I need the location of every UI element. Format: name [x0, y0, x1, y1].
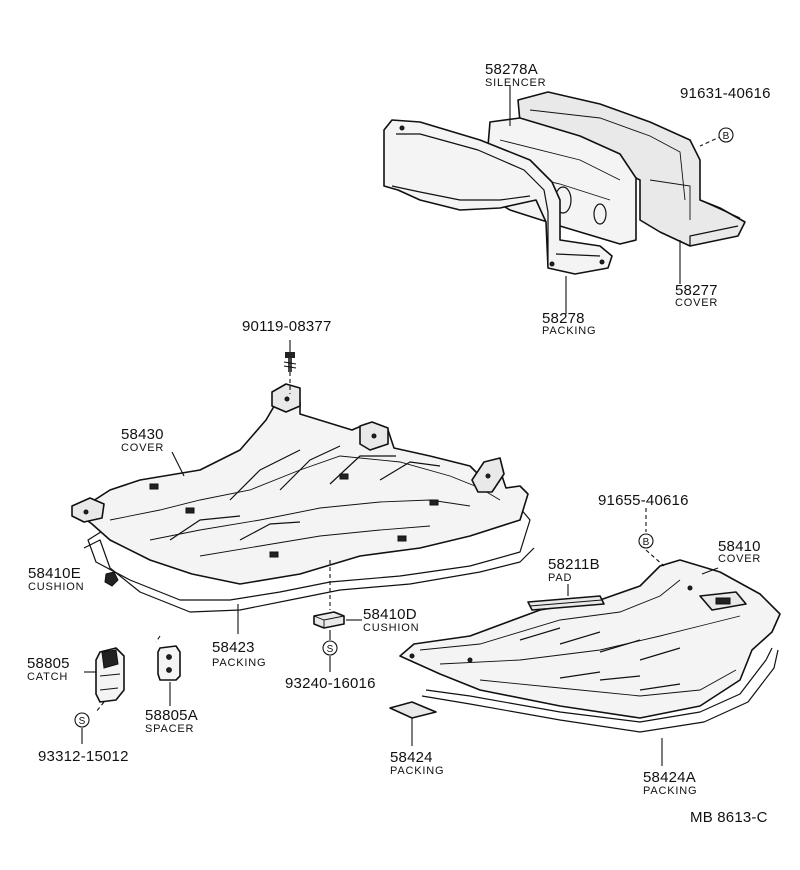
part-name-packing-58423: PACKING — [212, 657, 266, 669]
part-number-58410d: 58410D — [363, 606, 417, 623]
part-number-58424a: 58424A — [643, 769, 696, 786]
part-number-58424: 58424 — [390, 749, 433, 766]
part-name-cover-58410: COVER — [718, 553, 761, 565]
part-number-58430: 58430 — [121, 426, 164, 443]
s-marker-left-label: S — [79, 716, 86, 727]
part-name-cushion-58410e: CUSHION — [28, 581, 84, 593]
b-marker-top: B — [718, 127, 734, 143]
part-number-58410e: 58410E — [28, 565, 81, 582]
leader-91631 — [699, 135, 723, 147]
part-number-58805a: 58805A — [145, 707, 198, 724]
b-marker-top-label: B — [723, 131, 730, 142]
part-number-91655: 91655-40616 — [598, 492, 689, 509]
cover-58410-drawing — [399, 559, 781, 733]
part-number-58278: 58278 — [542, 310, 585, 327]
part-name-packing-58278: PACKING — [542, 325, 596, 337]
part-number-58277: 58277 — [675, 282, 718, 299]
pad-58211b-drawing — [527, 595, 605, 611]
bolt-90119-drawing — [283, 352, 297, 372]
part-number-58805: 58805 — [27, 655, 70, 672]
leader-spacer-dashed — [155, 635, 161, 643]
part-number-58423: 58423 — [212, 639, 255, 656]
leader-58410 — [701, 567, 719, 575]
part-name-catch: CATCH — [27, 671, 68, 683]
part-number-91631: 91631-40616 — [680, 85, 771, 102]
leader-catch-dashed — [95, 701, 105, 713]
b-marker-right-label: B — [643, 537, 650, 548]
part-name-spacer: SPACER — [145, 723, 194, 735]
part-name-pad: PAD — [548, 572, 572, 584]
part-number-58410: 58410 — [718, 538, 761, 555]
part-number-58278a: 58278A — [485, 61, 538, 78]
s-marker-left: S — [74, 712, 90, 728]
s-marker-mid-label: S — [327, 644, 334, 655]
part-name-cushion-58410d: CUSHION — [363, 622, 419, 634]
cushion-58410e-drawing — [104, 571, 119, 587]
part-name-cover-58277: COVER — [675, 297, 718, 309]
silencer-assembly-drawing — [383, 91, 746, 275]
part-name-cover-58430: COVER — [121, 442, 164, 454]
leader-91655-dashed — [645, 549, 665, 567]
part-number-93240: 93240-16016 — [285, 675, 376, 692]
part-number-93312: 93312-15012 — [38, 748, 129, 765]
part-number-58211b: 58211B — [548, 556, 600, 573]
cover-58430-drawing — [71, 383, 535, 613]
leader-58430 — [171, 451, 185, 477]
part-number-90119: 90119-08377 — [242, 318, 332, 335]
part-name-packing-58424a: PACKING — [643, 785, 697, 797]
part-name-packing-58424: PACKING — [390, 765, 444, 777]
catch-58805-drawing — [95, 647, 125, 703]
cushion-58410d-drawing — [313, 611, 345, 629]
diagram-code: MB 8613-C — [690, 809, 768, 826]
packing-58424-drawing — [389, 701, 437, 719]
part-name-silencer: SILENCER — [485, 77, 546, 89]
b-marker-right: B — [638, 533, 654, 549]
spacer-58805a-drawing — [157, 645, 181, 681]
s-marker-mid: S — [322, 640, 338, 656]
